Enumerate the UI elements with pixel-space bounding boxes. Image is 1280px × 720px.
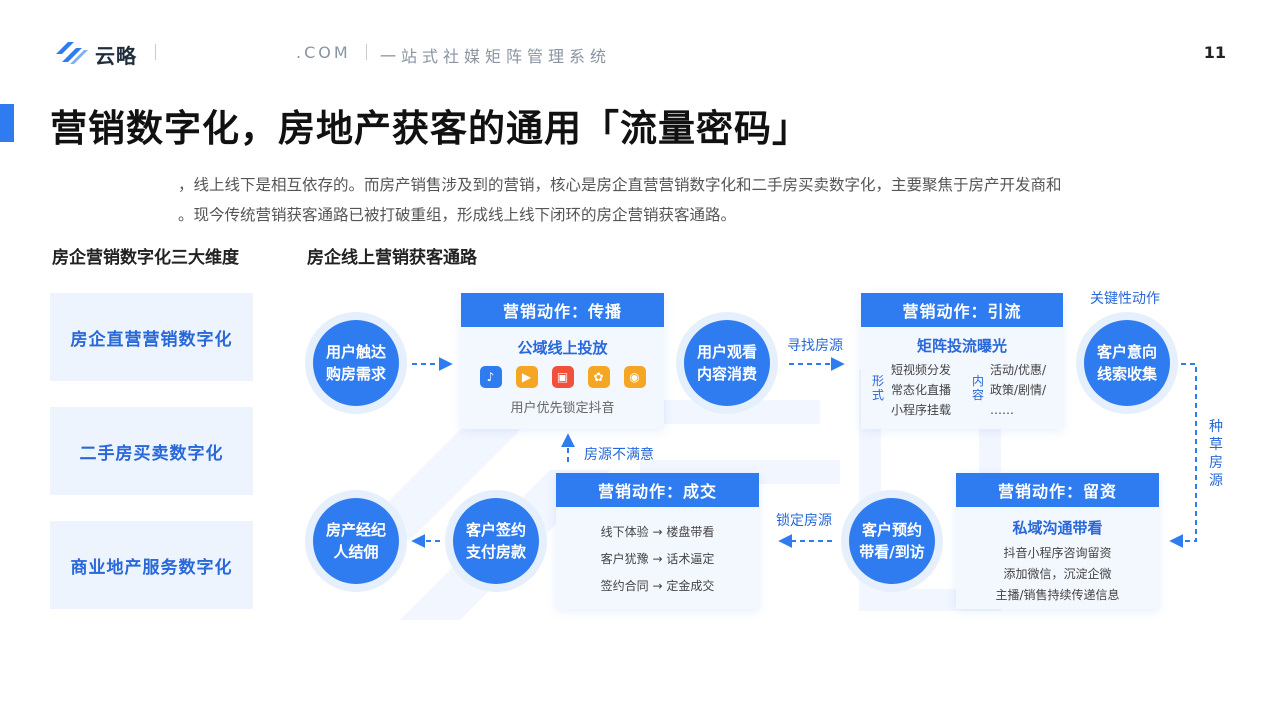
flow-node-label: 客户签约支付房款 xyxy=(465,521,526,561)
card-retain-sub: 私域沟通带看 xyxy=(1012,519,1103,537)
card-spread-note: 用户优先锁定抖音 xyxy=(510,401,615,416)
content-item: …… xyxy=(990,403,1014,417)
title-accent-bar xyxy=(0,104,14,142)
dimension-card: 商业地产服务数字化 xyxy=(50,521,253,609)
flow-node-sign: 客户签约支付房款 xyxy=(453,498,539,584)
label-not-satisfied: 房源不满意 xyxy=(584,447,654,463)
kuaishou-icon: ▶ xyxy=(515,366,538,388)
card-retain: 营销动作：留资 私域沟通带看 抖音小程序咨询留资 添加微信，沉淀企微 主播/销售… xyxy=(956,473,1159,609)
header-divider xyxy=(155,44,156,60)
dimension-card: 二手房买卖数字化 xyxy=(50,407,253,495)
card-deal-line: 签约合同 → 定金成交 xyxy=(600,579,715,593)
header-domain: .COM xyxy=(296,43,351,62)
flow-node-intent: 客户意向线索收集 xyxy=(1084,320,1170,406)
flow-node-label: 客户预约带看/到访 xyxy=(859,521,925,561)
weibo-icon: ◉ xyxy=(623,366,646,388)
left-section-title: 房企营销数字化三大维度 xyxy=(52,248,239,268)
right-section-title: 房企线上营销获客通路 xyxy=(307,248,477,268)
header-divider xyxy=(366,44,367,60)
card-spread-sub: 公域线上投放 xyxy=(517,339,608,357)
page-number: 11 xyxy=(1203,43,1226,62)
flow-node-label: 用户触达购房需求 xyxy=(325,343,386,383)
card-deal-line: 客户犹豫 → 话术逼定 xyxy=(600,552,715,566)
card-retain-line: 抖音小程序咨询留资 xyxy=(1003,546,1112,560)
card-traffic-head: 营销动作：引流 xyxy=(861,293,1063,327)
logo-mark-icon xyxy=(56,42,88,64)
label-lock-source: 锁定房源 xyxy=(776,513,832,529)
content-item: 活动/优惠/ xyxy=(990,363,1047,377)
content-item: 政策/剧情/ xyxy=(990,383,1047,397)
content-list: 活动/优惠/ 政策/剧情/ …… xyxy=(990,360,1046,420)
label-find-source: 寻找房源 xyxy=(787,338,843,354)
form-item: 短视频分发 xyxy=(891,363,952,377)
form-label: 形式 xyxy=(871,374,884,402)
label-seed-source: 种草房源 xyxy=(1209,419,1223,489)
header-slogan: 一站式社媒矩阵管理系统 xyxy=(380,47,612,66)
flow-node-watch: 用户观看内容消费 xyxy=(684,320,770,406)
form-item: 常态化直播 xyxy=(891,383,952,397)
flow-node-commission: 房产经纪人结佣 xyxy=(313,498,399,584)
form-item: 小程序挂载 xyxy=(891,403,952,417)
card-deal: 营销动作：成交 线下体验 → 楼盘带看 客户犹豫 → 话术逼定 签约合同 → 定… xyxy=(556,473,759,609)
card-spread-head: 营销动作：传播 xyxy=(461,293,664,327)
flow-node-visit: 客户预约带看/到访 xyxy=(849,498,935,584)
logo-text: 云略 xyxy=(95,44,137,68)
dimension-card: 房企直营营销数字化 xyxy=(50,293,253,381)
intro-text-line: ，线上线下是相互依存的。而房产销售涉及到的营销，核心是房企直营营销数字化和二手房… xyxy=(178,176,1062,194)
card-deal-line: 线下体验 → 楼盘带看 xyxy=(600,525,715,539)
flow-node-label: 用户观看内容消费 xyxy=(696,343,757,383)
card-traffic: 营销动作：引流 矩阵投流曝光 形式 短视频分发 常态化直播 小程序挂载 内容 活… xyxy=(861,293,1063,429)
card-deal-head: 营销动作：成交 xyxy=(556,473,759,507)
card-spread: 营销动作：传播 公域线上投放 ♪ ▶ ▣ ✿ ◉ 用户优先锁定抖音 xyxy=(461,293,664,429)
card-retain-line: 添加微信，沉淀企微 xyxy=(1003,567,1112,581)
card-retain-line: 主播/销售持续传递信息 xyxy=(995,588,1120,602)
card-traffic-sub: 矩阵投流曝光 xyxy=(916,337,1007,355)
content-label: 内容 xyxy=(971,374,984,402)
flow-node-label: 客户意向线索收集 xyxy=(1096,343,1157,383)
flow-node-need: 用户触达购房需求 xyxy=(313,320,399,406)
label-key-action: 关键性动作 xyxy=(1090,291,1160,307)
douyin-icon: ♪ xyxy=(479,366,502,388)
form-list: 短视频分发 常态化直播 小程序挂载 xyxy=(891,360,951,420)
butterfly-icon: ✿ xyxy=(587,366,610,388)
page-title: 营销数字化，房地产获客的通用「流量密码」 xyxy=(50,107,810,150)
xiaohongshu-icon: ▣ xyxy=(551,366,574,388)
flow-node-label: 房产经纪人结佣 xyxy=(325,521,386,561)
intro-text-line: 。现今传统营销获客通路已被打破重组，形成线上线下闭环的房企营销获客通路。 xyxy=(178,206,737,224)
app-icon-row: ♪ ▶ ▣ ✿ ◉ xyxy=(461,366,664,388)
card-retain-head: 营销动作：留资 xyxy=(956,473,1159,507)
